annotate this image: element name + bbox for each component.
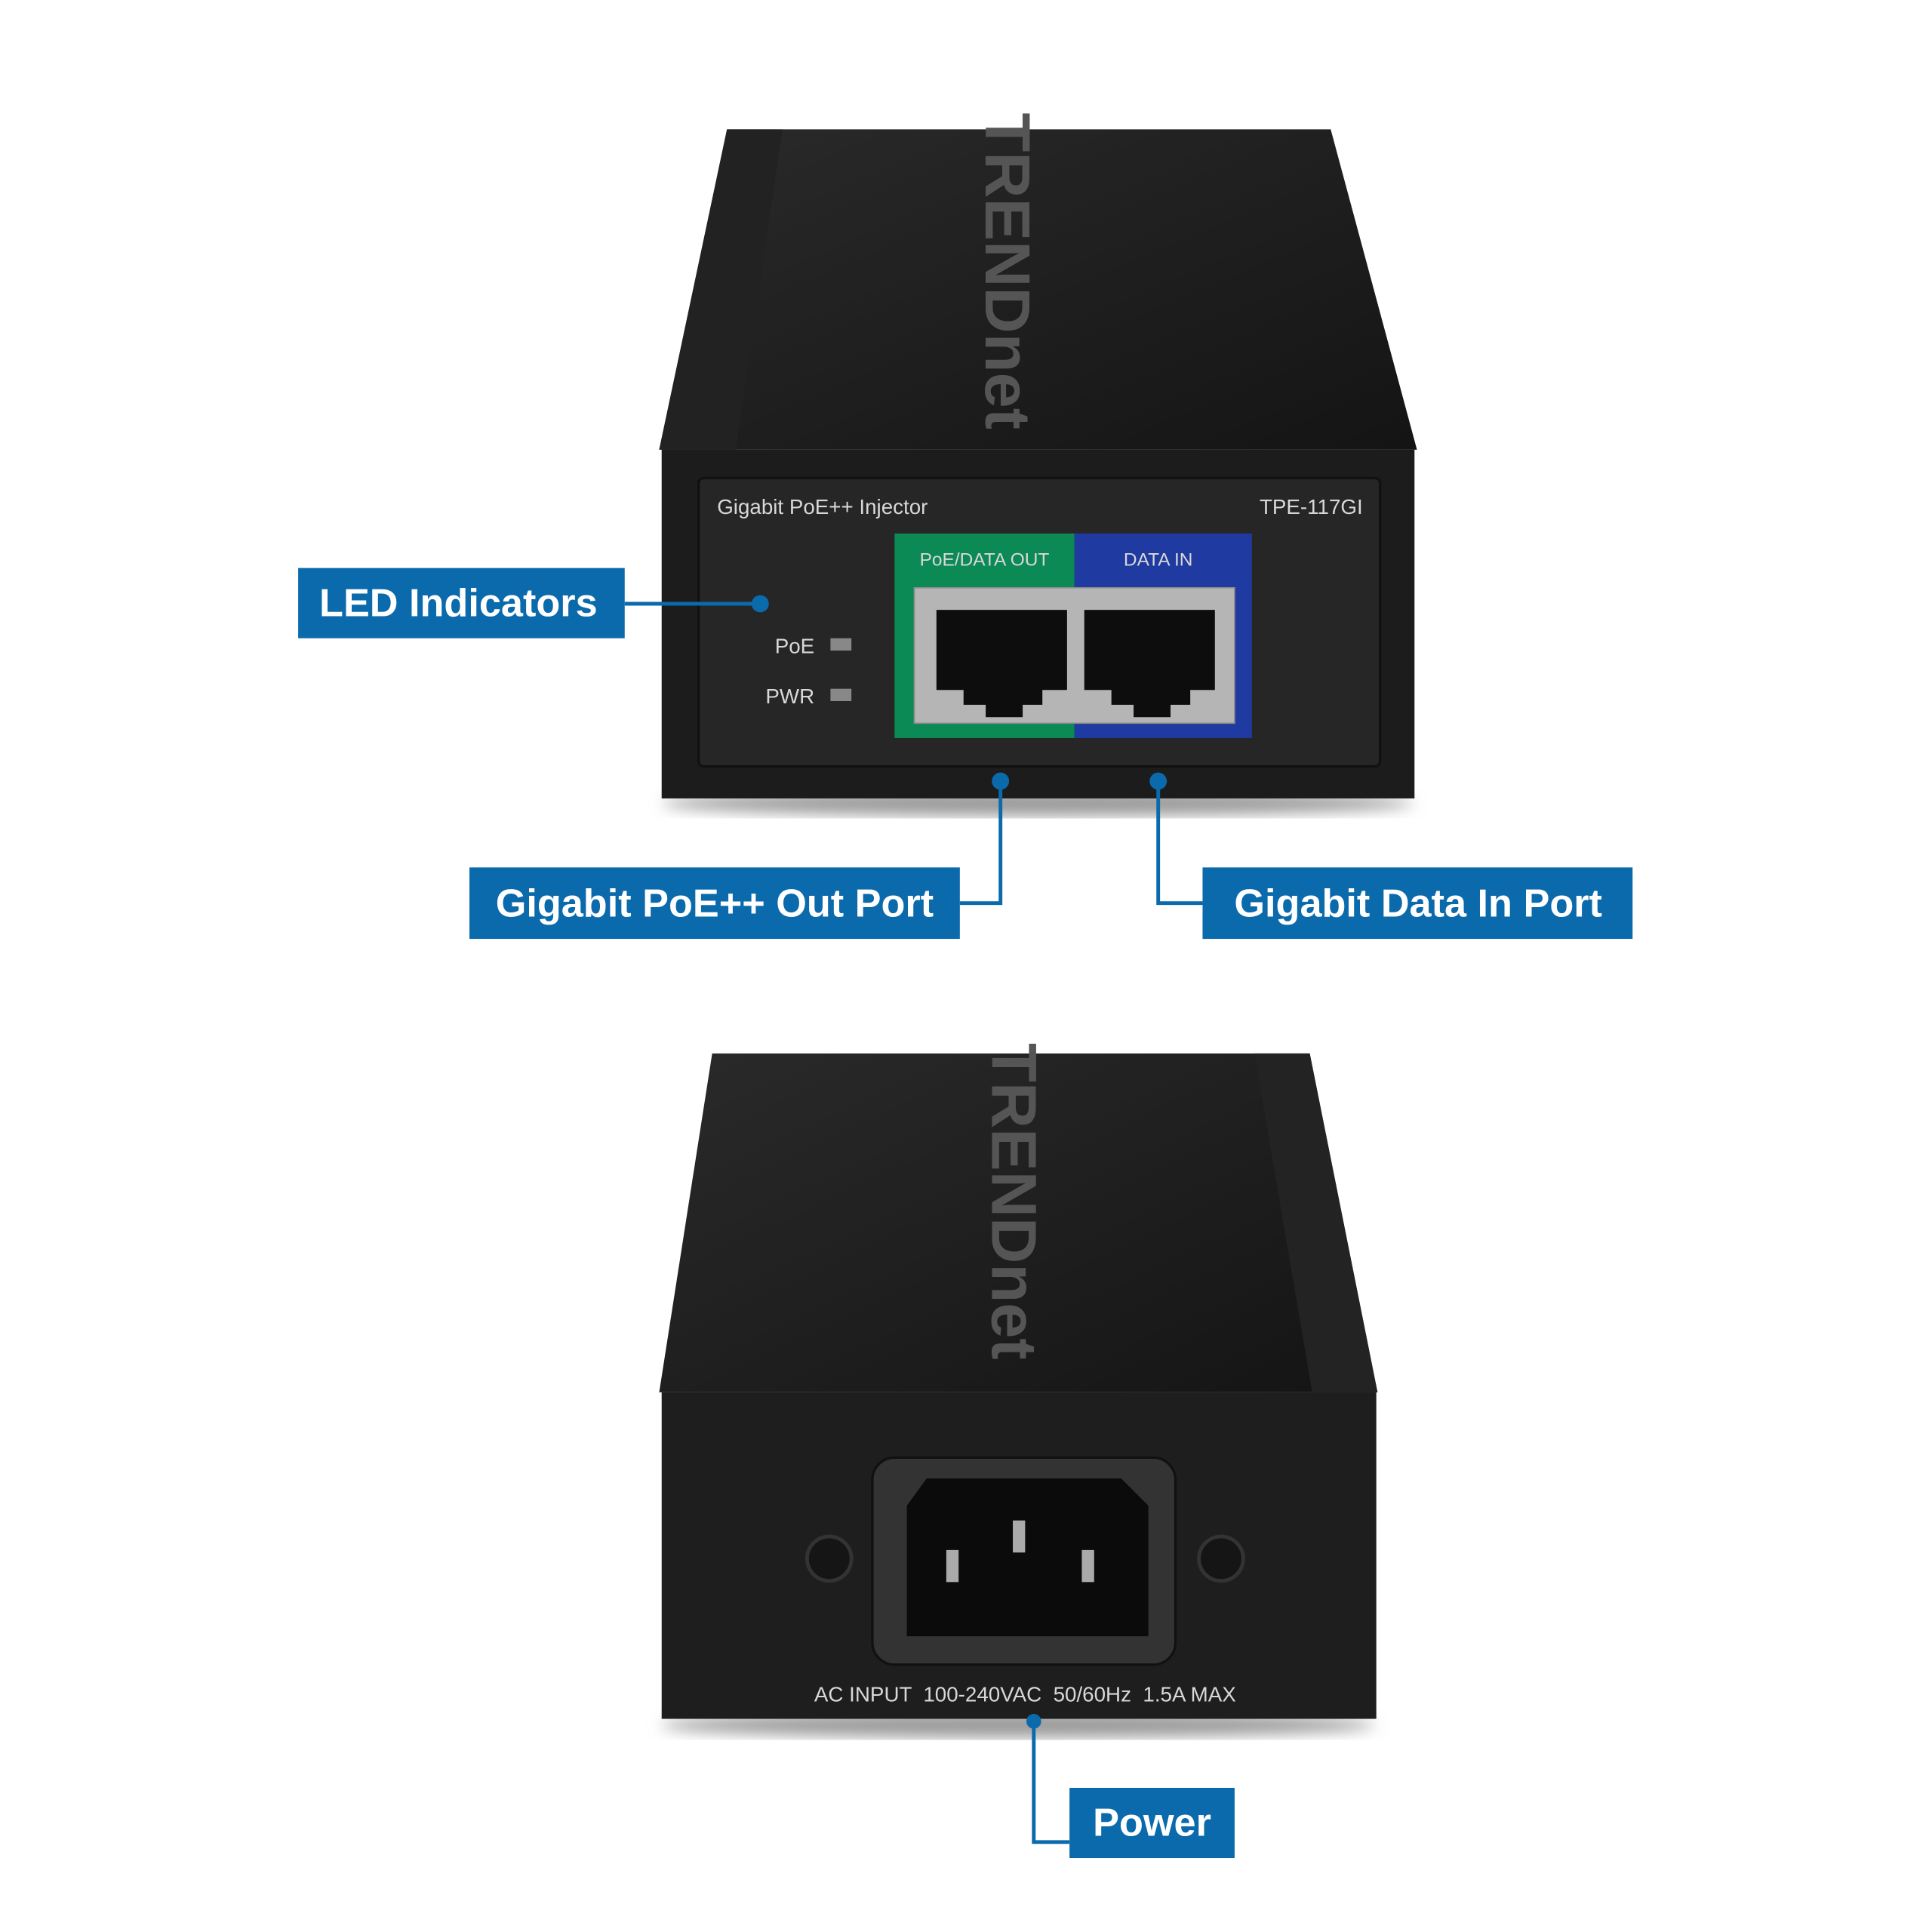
data-in-port[interactable] (1084, 610, 1215, 718)
callout-dot (1149, 772, 1168, 790)
callout-dot (751, 595, 769, 613)
poe-out-port[interactable] (936, 610, 1067, 718)
callout-data-in-label: Gigabit Data In Port (1234, 882, 1602, 926)
led-pwr (830, 688, 852, 701)
callout-dot (992, 772, 1010, 790)
top-device-lid (659, 129, 1417, 450)
callout-power-label: Power (1093, 1801, 1211, 1845)
model-number: TPE-117GI (1260, 495, 1363, 518)
bottom-device-lid (659, 1053, 1378, 1392)
callout-poe-out-port: Gigabit PoE++ Out Port (469, 772, 1010, 940)
screw-right-icon (1197, 1534, 1245, 1583)
callout-dot (1026, 1714, 1041, 1729)
poe-out-label: PoE/DATA OUT (920, 549, 1050, 570)
callout-led-indicators: LED Indicators (298, 568, 769, 638)
callout-power: Power (1026, 1714, 1235, 1859)
bottom-device-brand-logo: TRENDnet (978, 1043, 1050, 1360)
bottom-device: TRENDnet AC INPUT 100-240VAC 50/60Hz 1.5… (659, 1043, 1378, 1738)
top-device: TRENDnet Gigabit PoE++ Injector TPE-117G… (659, 112, 1417, 816)
screw-left-icon (804, 1534, 854, 1583)
led-pwr-label: PWR (765, 685, 814, 708)
data-in-label: DATA IN (1124, 549, 1193, 570)
ac-power-inlet[interactable] (906, 1478, 1149, 1637)
callout-data-in-port: Gigabit Data In Port (1149, 772, 1633, 940)
callout-led-label: LED Indicators (319, 581, 598, 625)
led-poe (830, 638, 852, 651)
callout-poe-out-label: Gigabit PoE++ Out Port (496, 882, 934, 926)
ac-input-label: AC INPUT 100-240VAC 50/60Hz 1.5A MAX (814, 1683, 1236, 1706)
product-name: Gigabit PoE++ Injector (717, 495, 928, 518)
led-poe-label: PoE (775, 634, 814, 657)
top-device-brand-logo: TRENDnet (972, 112, 1044, 429)
